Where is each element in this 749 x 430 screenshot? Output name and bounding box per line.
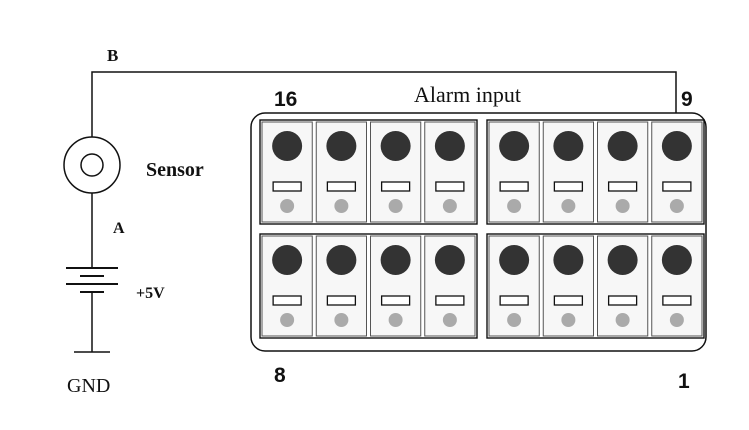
terminal-screw-icon [272,131,303,161]
terminal-indicator-icon [615,199,630,213]
terminal-slot [380,181,411,192]
terminal-screw-icon [499,131,530,161]
terminal-screw-icon [607,131,638,161]
terminal-indicator-icon [615,313,630,327]
terminal-screw-icon [661,131,692,161]
terminal-indicator-icon [442,199,457,213]
terminal-slot [553,181,584,192]
terminal-screw-icon [499,245,530,275]
terminal-slot [662,295,692,306]
terminal-group [259,119,478,225]
battery-icon [66,267,118,352]
terminal-number-1: 1 [678,370,690,393]
terminal-indicator-icon [388,313,403,327]
wire-b [91,71,677,140]
terminal-slot [272,295,302,306]
alarm-input-title: Alarm input [414,82,521,107]
terminal-group [259,233,478,339]
wire-b-label: B [107,46,118,65]
terminal-slot [326,181,357,192]
terminal-slot [435,181,465,192]
terminal-slot [607,181,638,192]
wire-a-label: A [113,220,125,237]
terminal-indicator-icon [507,199,522,213]
terminal-screw-icon [553,131,584,161]
terminal-slot [499,181,529,192]
terminal-indicator-icon [442,313,457,327]
sensor-label: Sensor [146,159,204,181]
terminal-slot [435,295,465,306]
terminal-slot [380,295,411,306]
voltage-label: +5V [136,285,165,302]
terminal-indicator-icon [561,313,576,327]
terminal-indicator-icon [669,199,684,213]
terminal-slot [607,295,638,306]
sensor-icon [63,136,121,194]
terminal-indicator-icon [334,313,349,327]
terminal-group [486,233,705,339]
terminal-indicator-icon [507,313,522,327]
terminal-screw-icon [607,245,638,275]
terminal-indicator-icon [669,313,684,327]
terminal-number-9: 9 [681,88,693,111]
terminal-screw-icon [326,245,357,275]
terminal-screw-icon [272,245,303,275]
terminal-screw-icon [326,131,357,161]
terminal-number-8: 8 [274,364,286,387]
terminal-indicator-icon [280,199,295,213]
terminal-group [486,119,705,225]
terminal-indicator-icon [334,199,349,213]
terminal-indicator-icon [561,199,576,213]
terminal-slot [499,295,529,306]
terminal-number-16: 16 [274,88,297,111]
terminal-indicator-icon [388,199,403,213]
terminal-slot [326,295,357,306]
terminal-indicator-icon [280,313,295,327]
terminal-screw-icon [380,245,411,275]
terminal-screw-icon [380,131,411,161]
terminal-screw-icon [434,131,465,161]
terminal-screw-icon [553,245,584,275]
terminal-slot [553,295,584,306]
terminal-slot [662,181,692,192]
terminal-grid [259,119,705,339]
terminal-screw-icon [661,245,692,275]
terminal-screw-icon [434,245,465,275]
ground-label: GND [67,375,110,397]
terminal-slot [272,181,302,192]
